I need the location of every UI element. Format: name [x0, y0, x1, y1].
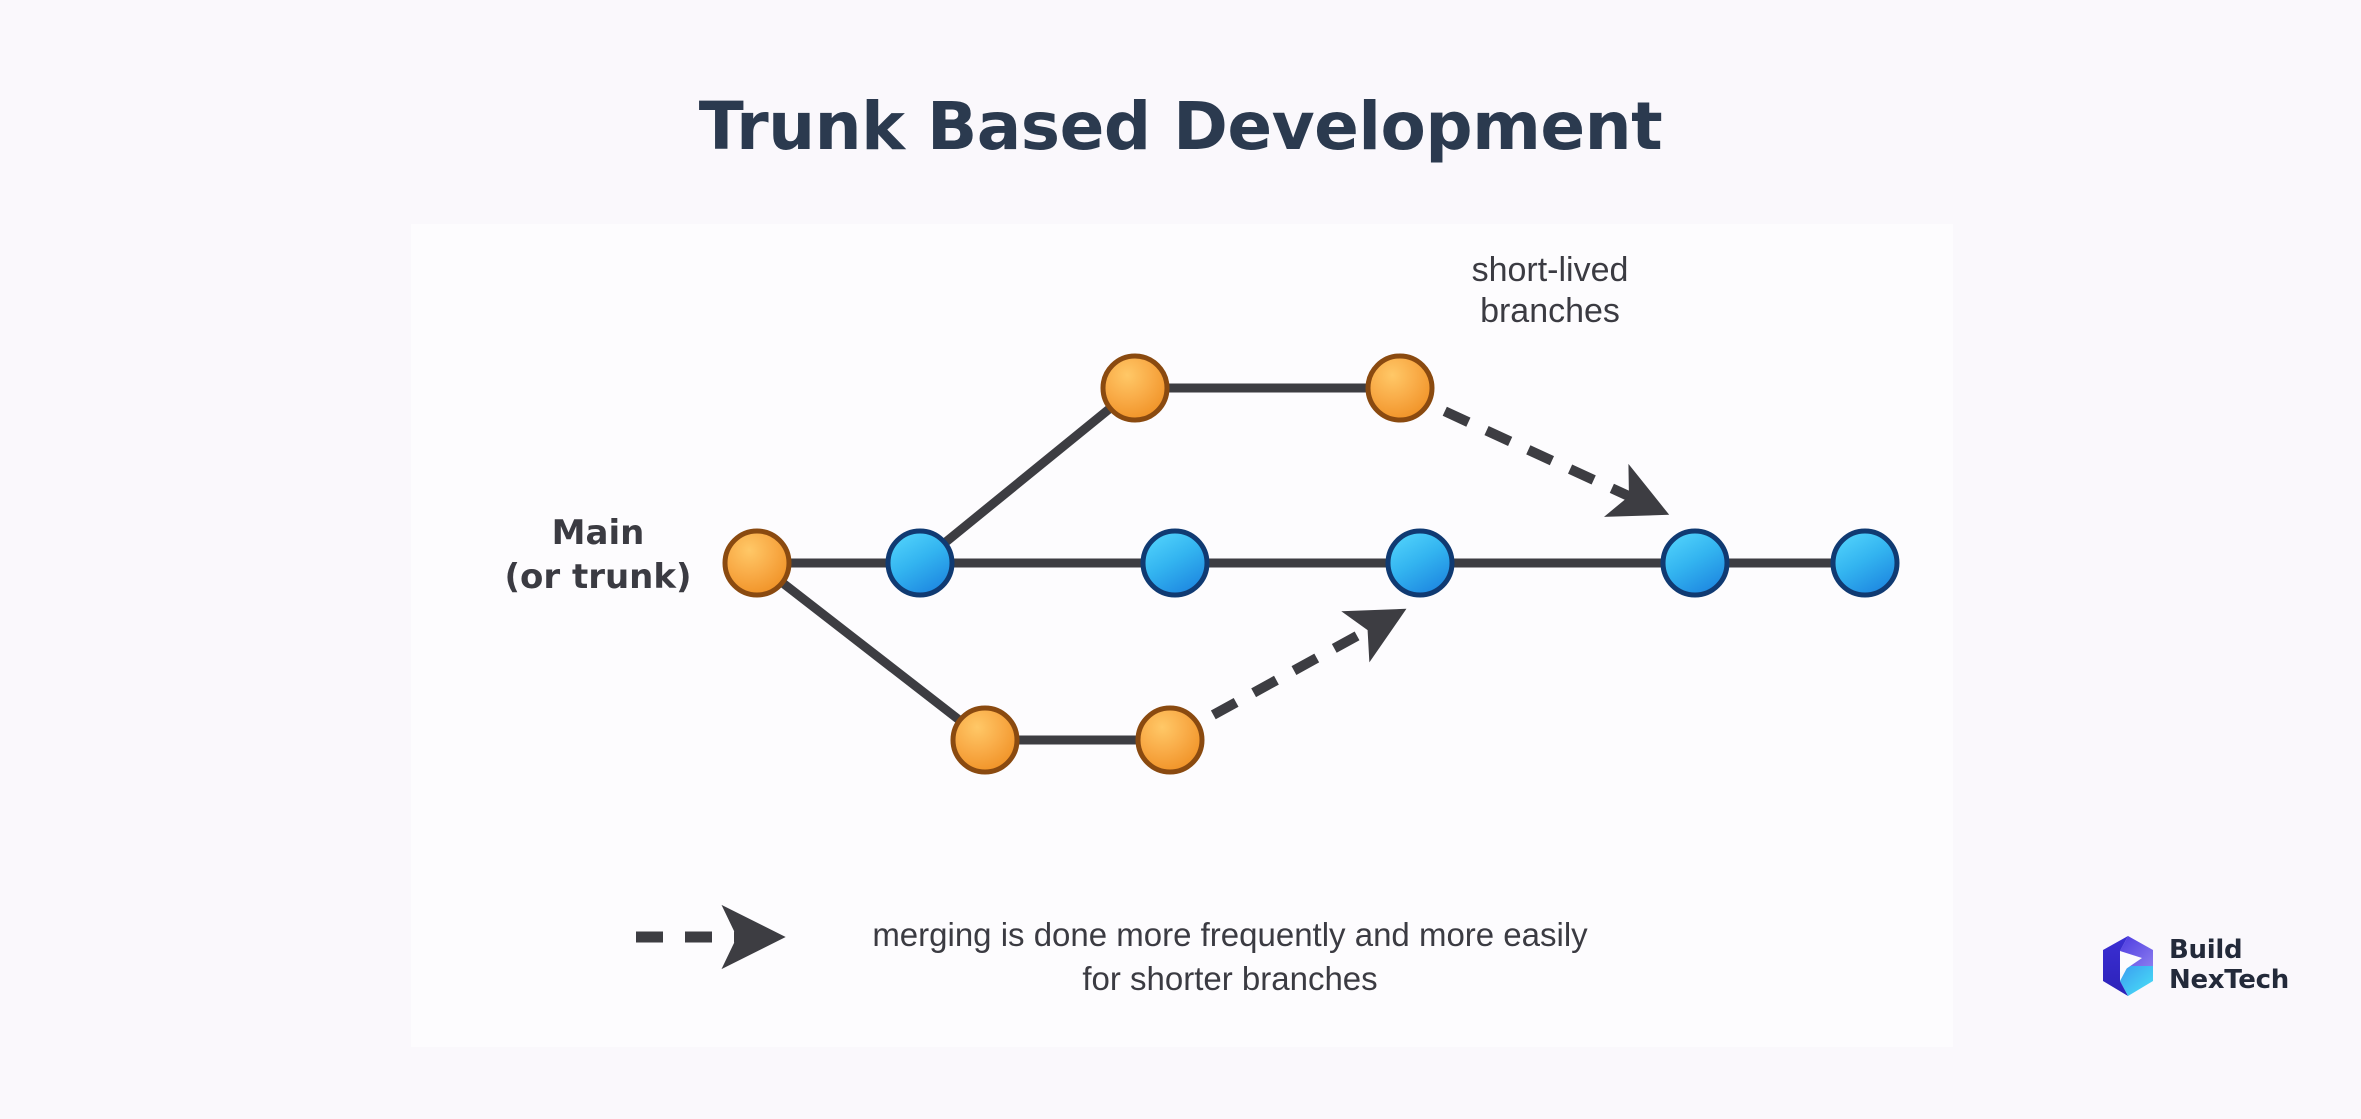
- brand-logo: Build NexTech: [2100, 935, 2289, 997]
- commit-node-blue[interactable]: [1660, 528, 1730, 598]
- main-trunk-label-line1: Main: [551, 513, 645, 553]
- commit-node-orange[interactable]: [1365, 353, 1435, 423]
- diagram-caption: merging is done more frequently and more…: [790, 913, 1670, 1000]
- buildnextech-mark-icon: [2103, 936, 2153, 996]
- main-line-nodes: [722, 528, 1900, 598]
- edge-m0-b0: [754, 559, 988, 744]
- page-title: Trunk Based Development: [698, 88, 1663, 165]
- top-branch-nodes: [1100, 353, 1435, 423]
- merge-arrow-top-to-main: [1400, 387, 1670, 517]
- brand-name-line1: Build: [2169, 935, 2243, 966]
- diagram-caption-line1: merging is done more frequently and more…: [872, 916, 1588, 953]
- short-lived-branches-label: short-lived branches: [1405, 250, 1695, 333]
- commit-node-orange[interactable]: [1135, 705, 1205, 775]
- commit-node-orange[interactable]: [950, 705, 1020, 775]
- merge-arrows: [1170, 387, 1670, 742]
- commit-node-blue[interactable]: [1385, 528, 1455, 598]
- bottom-branch-nodes: [950, 705, 1205, 775]
- main-trunk-label-line2: (or trunk): [504, 556, 692, 597]
- short-lived-branches-line1: short-lived: [1471, 251, 1629, 289]
- diagram-caption-line2: for shorter branches: [1082, 959, 1378, 997]
- commit-node-orange[interactable]: [722, 528, 792, 598]
- commit-node-blue[interactable]: [885, 528, 955, 598]
- commit-node-blue[interactable]: [1830, 528, 1900, 598]
- main-trunk-label: Main (or trunk): [489, 512, 707, 599]
- brand-name: Build NexTech: [2169, 936, 2289, 995]
- edge-m1-t0: [917, 384, 1138, 567]
- brand-name-line2: NexTech: [2169, 965, 2289, 995]
- commit-node-blue[interactable]: [1140, 528, 1210, 598]
- commit-node-orange[interactable]: [1100, 353, 1170, 423]
- diagram-card: [411, 224, 1953, 1047]
- merge-arrow-bottom-to-main: [1170, 608, 1407, 742]
- short-lived-branches-line2: branches: [1480, 292, 1620, 331]
